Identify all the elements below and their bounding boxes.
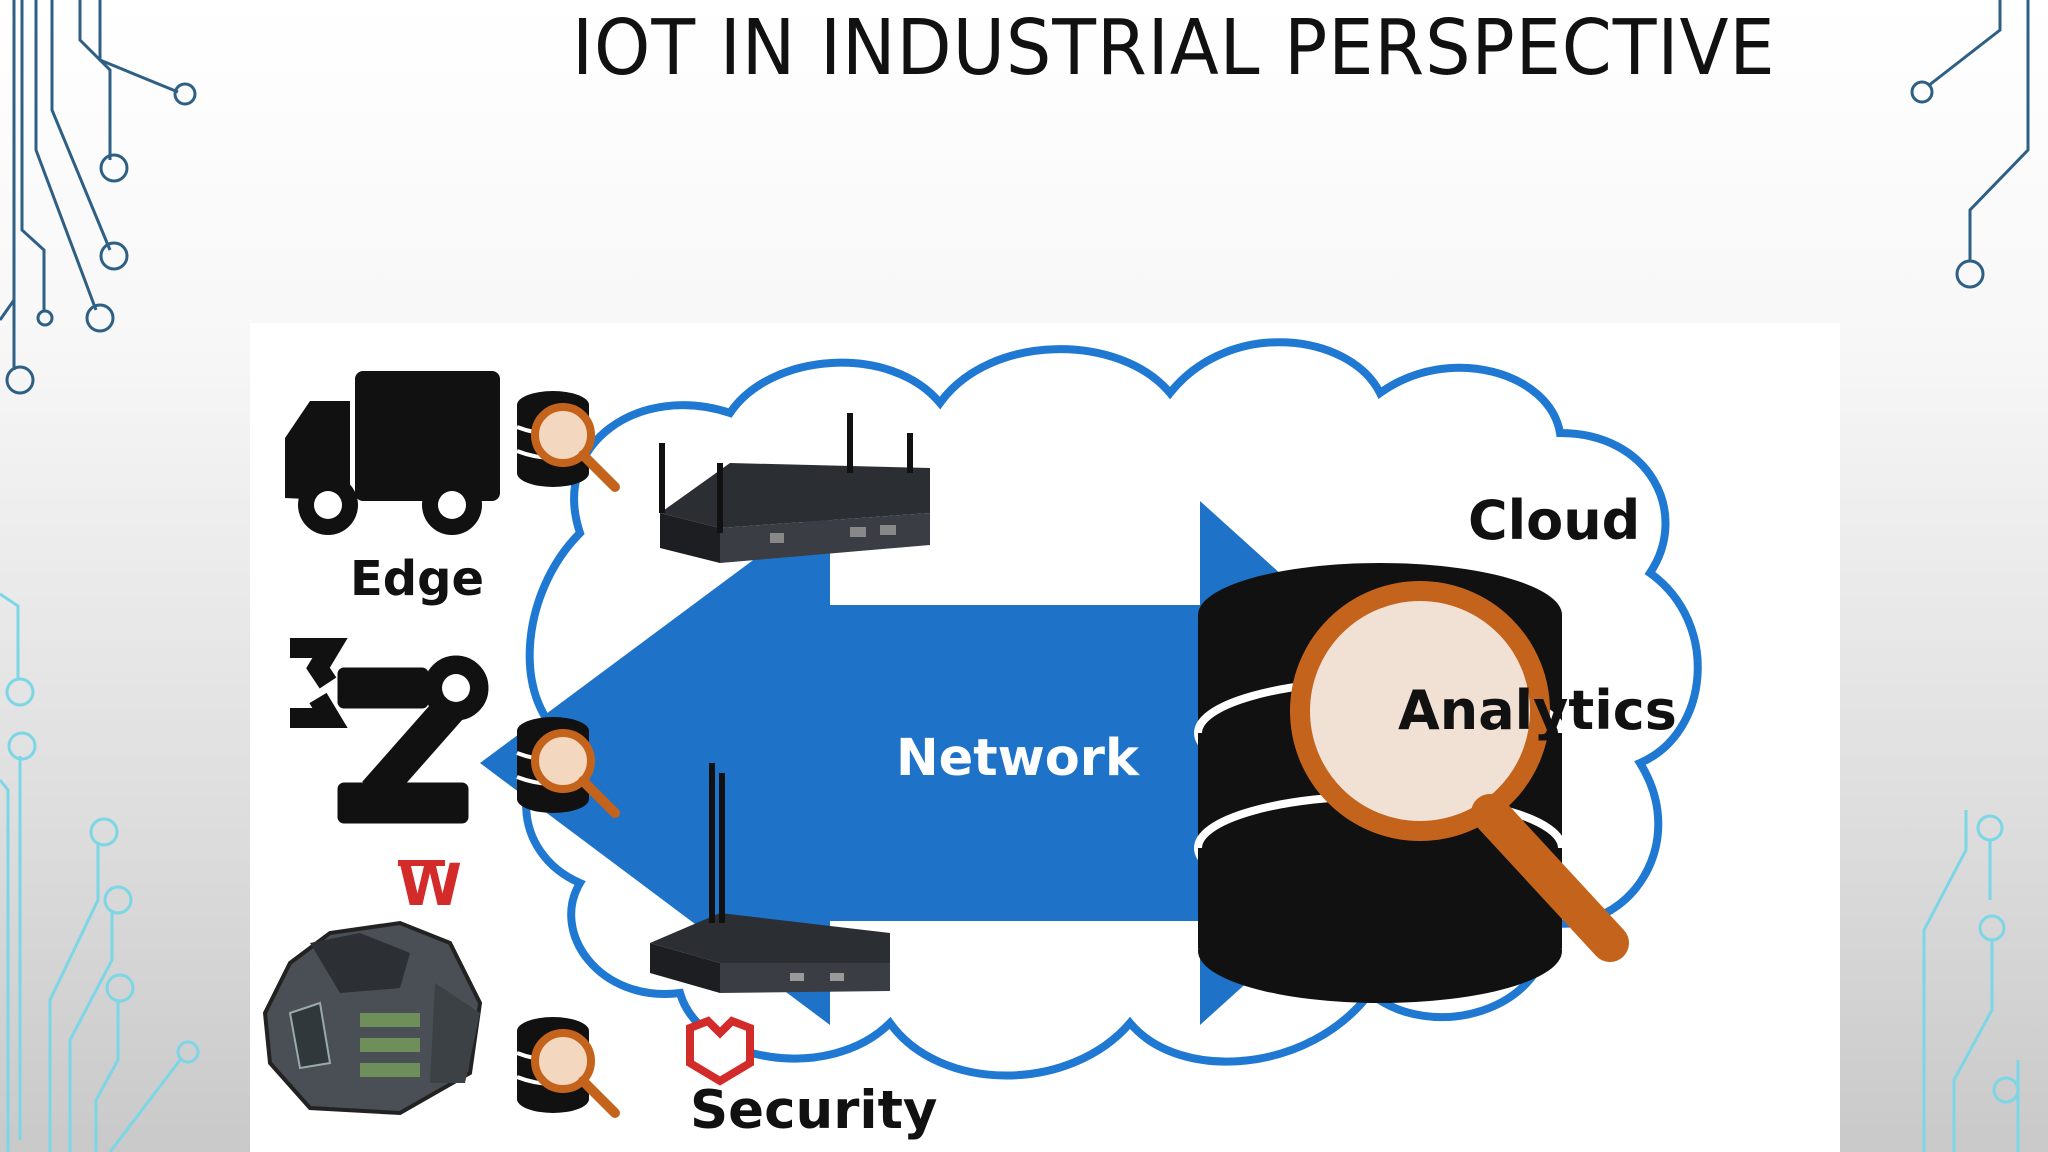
security-label: Security — [690, 1080, 938, 1141]
network-label: Network — [896, 729, 1139, 788]
circuit-decoration-left-top — [0, 0, 197, 395]
robot-arm-icon — [290, 638, 489, 824]
database-search-icon — [516, 717, 620, 818]
truck-icon — [285, 371, 500, 535]
magnifier-icon — [1290, 581, 1629, 962]
iot-diagram: Edge Cloud Analytics Network Security W — [250, 323, 1840, 1152]
engine-machine-icon — [262, 920, 483, 1116]
slide-title: IOT IN INDUSTRIAL PERSPECTIVE — [572, 4, 1776, 93]
circuit-decoration-right-top — [1910, 0, 2030, 289]
edge-gateway-router-icon — [650, 763, 890, 993]
cloud-label: Cloud — [1468, 489, 1641, 552]
database-search-icon — [516, 1017, 620, 1118]
database-search-icon — [516, 391, 620, 492]
circuit-decoration-right-bottom — [1922, 810, 2020, 1152]
edge-gateway-router-icon — [659, 413, 930, 563]
edge-label: Edge — [350, 551, 485, 607]
circuit-decoration-left-bottom — [0, 592, 200, 1152]
shield-icon — [686, 1016, 754, 1086]
brand-logo-text: W — [398, 851, 462, 919]
analytics-label: Analytics — [1398, 679, 1677, 742]
